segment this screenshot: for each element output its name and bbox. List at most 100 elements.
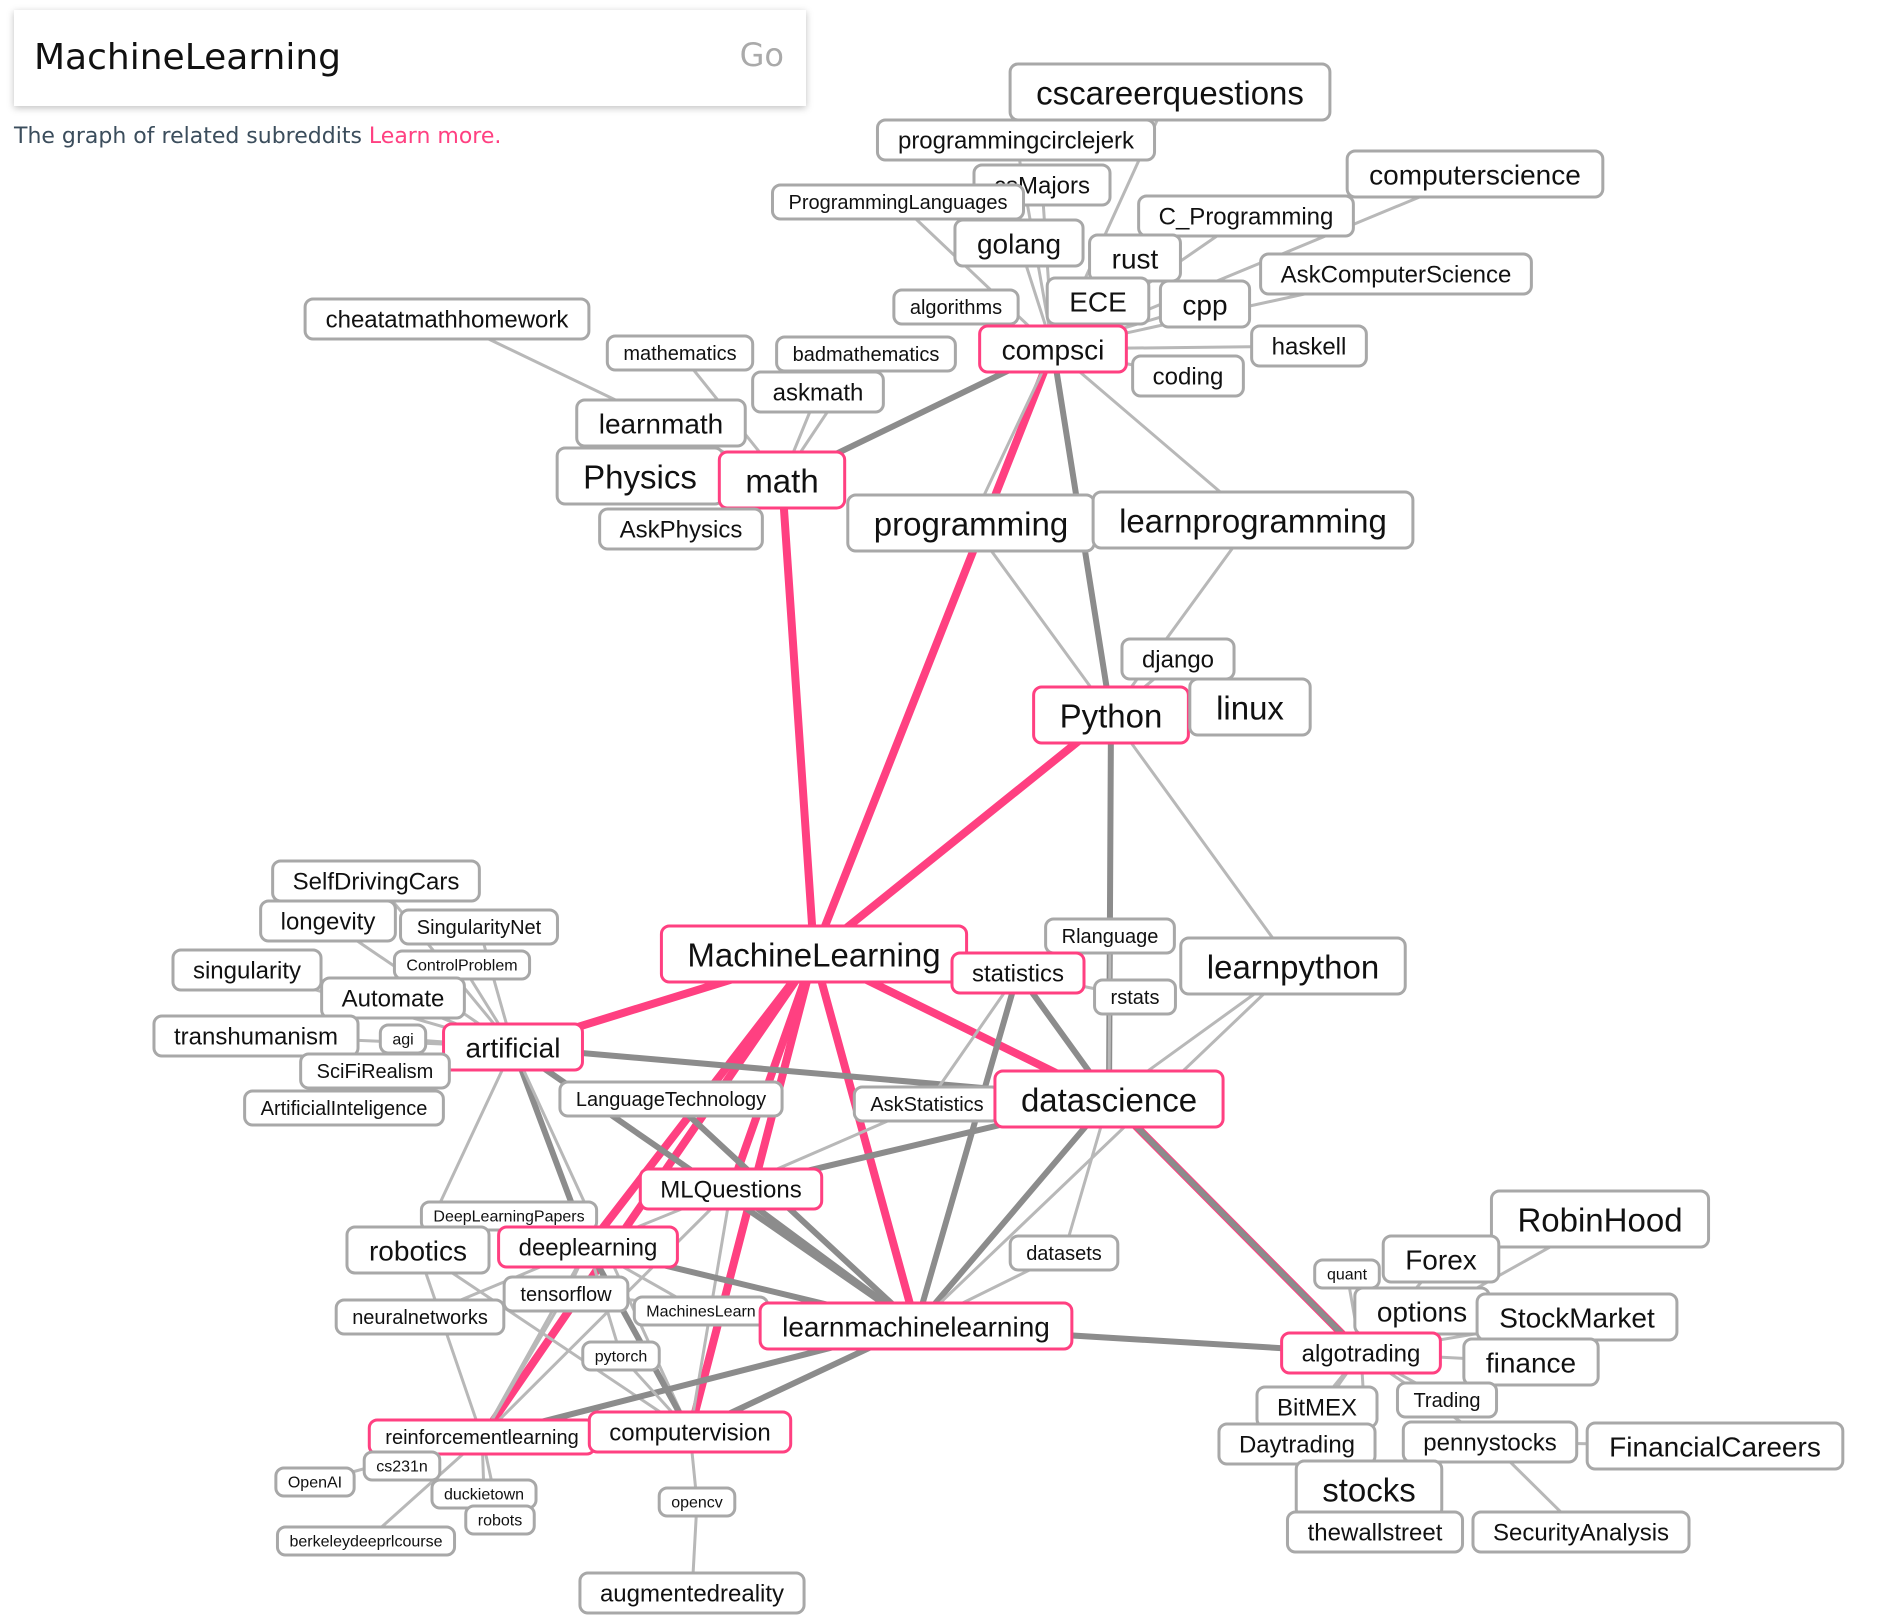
node-programmingcirclejerk[interactable]: programmingcirclejerk: [875, 118, 1157, 162]
node-learnmachinelearning[interactable]: learnmachinelearning: [758, 1301, 1074, 1351]
node-FinancialCareers[interactable]: FinancialCareers: [1585, 1421, 1845, 1471]
node-learnpython[interactable]: learnpython: [1179, 936, 1407, 996]
node-AskStatistics[interactable]: AskStatistics: [852, 1085, 1002, 1123]
node-computerscience[interactable]: computerscience: [1345, 149, 1605, 199]
node-MachineLearning[interactable]: MachineLearning: [659, 924, 969, 984]
node-programming[interactable]: programming: [846, 493, 1096, 553]
node-deeplearning[interactable]: deeplearning: [497, 1225, 679, 1269]
node-robots[interactable]: robots: [464, 1504, 536, 1536]
node-RobinHood[interactable]: RobinHood: [1489, 1189, 1711, 1249]
node-algorithms[interactable]: algorithms: [892, 288, 1020, 326]
node-rstats[interactable]: rstats: [1093, 978, 1177, 1016]
node-haskell[interactable]: haskell: [1250, 324, 1368, 368]
node-tensorflow[interactable]: tensorflow: [502, 1275, 630, 1313]
node-Automate[interactable]: Automate: [320, 976, 466, 1020]
node-stocks[interactable]: stocks: [1294, 1459, 1444, 1519]
node-label: math: [745, 463, 818, 500]
node-askmath[interactable]: askmath: [751, 370, 885, 414]
edge-LanguageTechnology-learnmachinelearning: [668, 1096, 919, 1329]
node-Rlanguage[interactable]: Rlanguage: [1044, 917, 1176, 955]
node-cscareerquestions[interactable]: cscareerquestions: [1008, 62, 1332, 122]
node-finance[interactable]: finance: [1462, 1337, 1600, 1387]
node-opencv[interactable]: opencv: [657, 1486, 737, 1518]
node-box: [1395, 1381, 1499, 1419]
node-mathematics[interactable]: mathematics: [605, 334, 755, 372]
node-Trading[interactable]: Trading: [1395, 1381, 1499, 1419]
node-django[interactable]: django: [1120, 637, 1236, 681]
node-AskPhysics[interactable]: AskPhysics: [598, 507, 764, 551]
node-LanguageTechnology[interactable]: LanguageTechnology: [558, 1080, 784, 1118]
node-robotics[interactable]: robotics: [345, 1225, 491, 1275]
node-SecurityAnalysis[interactable]: SecurityAnalysis: [1471, 1510, 1691, 1554]
node-datasets[interactable]: datasets: [1008, 1234, 1120, 1272]
node-Daytrading[interactable]: Daytrading: [1217, 1422, 1377, 1466]
learn-more-link[interactable]: Learn more.: [368, 124, 502, 149]
go-button[interactable]: Go: [739, 36, 784, 74]
node-ProgrammingLanguages[interactable]: ProgrammingLanguages: [770, 183, 1026, 221]
node-ControlProblem[interactable]: ControlProblem: [392, 949, 532, 981]
node-cs231n[interactable]: cs231n: [362, 1450, 442, 1482]
node-box: [1008, 1234, 1120, 1272]
node-MLQuestions[interactable]: MLQuestions: [638, 1167, 824, 1211]
node-BitMEX[interactable]: BitMEX: [1255, 1385, 1379, 1429]
tagline-text: The graph of related subreddits: [14, 124, 362, 149]
node-SelfDrivingCars[interactable]: SelfDrivingCars: [271, 859, 481, 903]
node-pennystocks[interactable]: pennystocks: [1401, 1420, 1579, 1464]
node-label: datasets: [1026, 1243, 1102, 1265]
node-SingularityNet[interactable]: SingularityNet: [399, 908, 559, 946]
node-computervision[interactable]: computervision: [587, 1410, 793, 1454]
node-box: [581, 1340, 661, 1372]
node-ArtificialInteligence[interactable]: ArtificialInteligence: [243, 1089, 445, 1127]
node-algotrading[interactable]: algotrading: [1280, 1331, 1442, 1375]
node-label: Trading: [1413, 1390, 1480, 1412]
node-longevity[interactable]: longevity: [259, 899, 397, 943]
node-neuralnetworks[interactable]: neuralnetworks: [334, 1298, 506, 1336]
node-cheatatmathhomework[interactable]: cheatatmathhomework: [303, 297, 591, 341]
node-statistics[interactable]: statistics: [950, 951, 1086, 995]
node-SciFiRealism[interactable]: SciFiRealism: [299, 1052, 451, 1090]
node-thewallstreet[interactable]: thewallstreet: [1285, 1510, 1465, 1554]
node-coding[interactable]: coding: [1131, 354, 1245, 398]
node-agi[interactable]: agi: [378, 1023, 428, 1055]
search-input[interactable]: [34, 24, 684, 90]
node-MachinesLearn[interactable]: MachinesLearn: [632, 1295, 770, 1327]
node-label: FinancialCareers: [1609, 1432, 1821, 1463]
node-cpp[interactable]: cpp: [1158, 279, 1252, 329]
node-label: robots: [478, 1513, 522, 1530]
node-Forex[interactable]: Forex: [1381, 1234, 1501, 1284]
node-StockMarket[interactable]: StockMarket: [1475, 1292, 1679, 1342]
node-datascience[interactable]: datascience: [993, 1069, 1225, 1129]
node-options[interactable]: options: [1353, 1286, 1491, 1336]
node-learnmath[interactable]: learnmath: [575, 398, 747, 448]
node-AskComputerScience[interactable]: AskComputerScience: [1259, 252, 1533, 296]
node-label: ProgrammingLanguages: [788, 192, 1007, 214]
node-quant[interactable]: quant: [1313, 1258, 1381, 1290]
node-learnprogramming[interactable]: learnprogramming: [1091, 490, 1415, 550]
node-golang[interactable]: golang: [953, 218, 1085, 268]
node-singularity[interactable]: singularity: [171, 948, 323, 992]
edge-MachineLearning-learnmachinelearning: [810, 950, 920, 1330]
node-pytorch[interactable]: pytorch: [581, 1340, 661, 1372]
node-math[interactable]: math: [717, 450, 847, 510]
node-box: [1259, 252, 1533, 296]
node-transhumanism[interactable]: transhumanism: [152, 1014, 360, 1058]
node-Physics[interactable]: Physics: [555, 446, 725, 506]
node-badmathematics[interactable]: badmathematics: [775, 335, 957, 373]
node-compsci[interactable]: compsci: [978, 324, 1128, 374]
node-rust[interactable]: rust: [1088, 233, 1182, 283]
node-augmentedreality[interactable]: augmentedreality: [578, 1571, 806, 1615]
node-label: C_Programming: [1159, 204, 1334, 231]
node-duckietown[interactable]: duckietown: [430, 1478, 538, 1510]
node-OpenAI[interactable]: OpenAI: [274, 1466, 356, 1498]
node-label: LanguageTechnology: [576, 1089, 766, 1111]
node-artificial[interactable]: artificial: [442, 1022, 584, 1072]
node-reinforcementlearning[interactable]: reinforcementlearning: [367, 1418, 597, 1456]
node-Python[interactable]: Python: [1032, 685, 1190, 745]
node-C_Programming[interactable]: C_Programming: [1137, 194, 1355, 238]
node-berkeleydeeprlcourse[interactable]: berkeleydeeprlcourse: [275, 1525, 457, 1557]
node-linux[interactable]: linux: [1188, 677, 1312, 737]
node-box: [605, 334, 755, 372]
node-ECE[interactable]: ECE: [1045, 276, 1151, 326]
node-box: [978, 324, 1128, 374]
